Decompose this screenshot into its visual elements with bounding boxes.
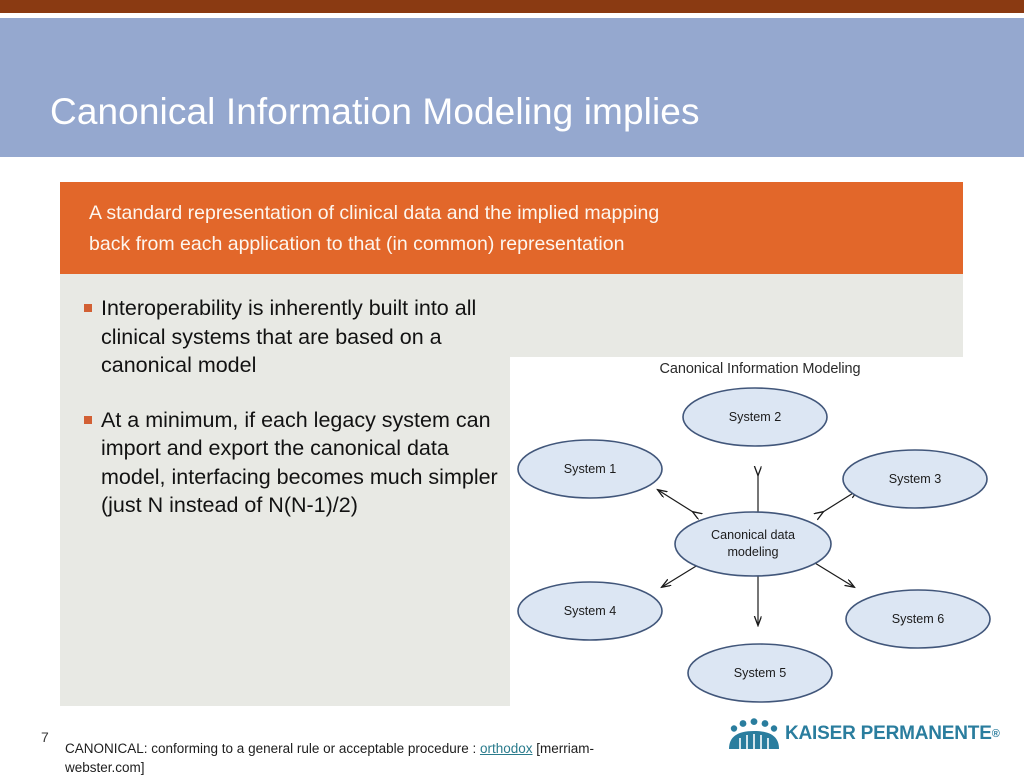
kaiser-permanente-logo: KAISER PERMANENTE®	[727, 718, 1007, 752]
footnote-prefix: CANONICAL: conforming to a general rule …	[65, 741, 480, 756]
page-title: Canonical Information Modeling implies	[50, 91, 700, 132]
diagram-node-system-1: System 1	[517, 439, 663, 499]
kp-wordmark-text: KAISER PERMANENTE	[785, 723, 992, 744]
square-bullet-icon	[84, 415, 92, 424]
diagram-node-system-3: System 3	[842, 449, 988, 509]
callout-line-2: back from each application to that (in c…	[89, 233, 625, 255]
list-item: At a minimum, if each legacy system can …	[84, 406, 504, 520]
footnote: CANONICAL: conforming to a general rule …	[65, 739, 765, 777]
diagram-node-label: System 6	[892, 612, 945, 626]
callout-box: A standard representation of clinical da…	[60, 182, 963, 274]
diagram-node-label: System 2	[729, 410, 782, 424]
slide-number: 7	[41, 729, 49, 745]
diagram-svg: System 2 System 1 System 3 Canonical dat…	[517, 387, 991, 703]
diagram-node-label: System 3	[889, 472, 942, 486]
diagram-node-system-2: System 2	[682, 387, 828, 447]
diagram-node-center: Canonical data modeling	[674, 511, 832, 577]
kp-registered-mark: ®	[991, 728, 1000, 740]
canonical-model-diagram: Canonical Information Modeling System 2	[510, 357, 1010, 712]
bullet-list: Interoperability is inherently built int…	[84, 294, 504, 538]
footnote-suffix: [merriam-	[532, 741, 595, 756]
bullet-text: Interoperability is inherently built int…	[101, 296, 477, 377]
orthodox-link[interactable]: orthodox	[479, 741, 533, 756]
title-band: Canonical Information Modeling implies	[0, 18, 1024, 157]
list-item: Interoperability is inherently built int…	[84, 294, 504, 380]
content-panel-lower	[60, 358, 512, 706]
diagram-node-system-4: System 4	[517, 581, 663, 641]
bullet-text: At a minimum, if each legacy system can …	[101, 407, 498, 518]
diagram-center-label-line2: modeling	[727, 545, 778, 559]
square-bullet-icon	[84, 304, 92, 312]
kp-wordmark: KAISER PERMANENTE®	[785, 723, 1000, 745]
diagram-node-label: System 1	[564, 462, 617, 476]
kp-people-icon	[729, 718, 779, 749]
diagram-node-label: System 4	[564, 604, 617, 618]
diagram-node-system-5: System 5	[687, 643, 833, 703]
diagram-title: Canonical Information Modeling	[659, 361, 861, 377]
diagram-center-label-line1: Canonical data	[711, 528, 795, 542]
top-accent-bar	[0, 0, 1024, 13]
diagram-node-system-6: System 6	[845, 589, 991, 649]
callout-line-1: A standard representation of clinical da…	[89, 202, 660, 224]
diagram-node-label: System 5	[734, 666, 787, 680]
